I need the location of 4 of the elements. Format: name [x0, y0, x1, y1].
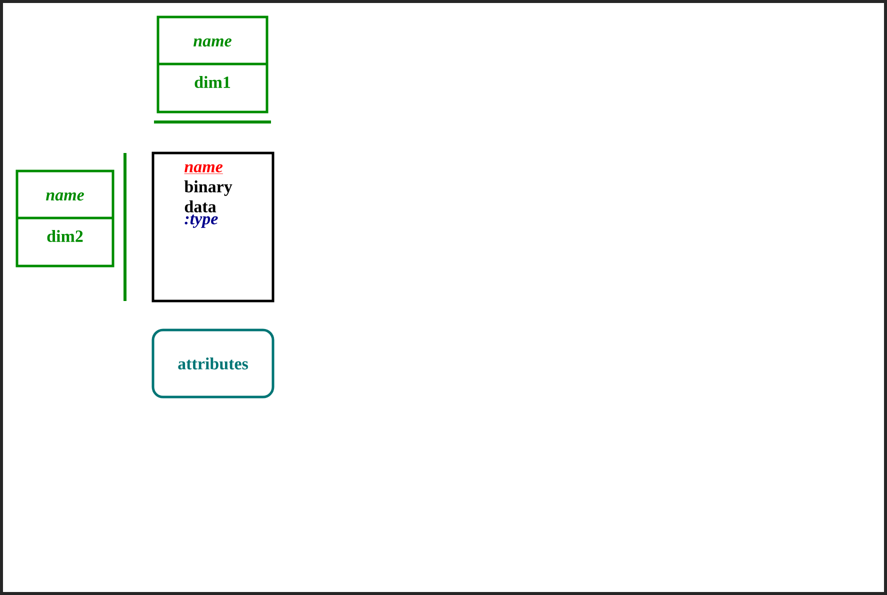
dataset-box: name binary data :type — [152, 152, 274, 302]
compartment-box: name dim1 — [156, 16, 268, 114]
attributes-box: attributes — [152, 328, 274, 398]
compartment-box: name dim2 — [16, 170, 114, 268]
